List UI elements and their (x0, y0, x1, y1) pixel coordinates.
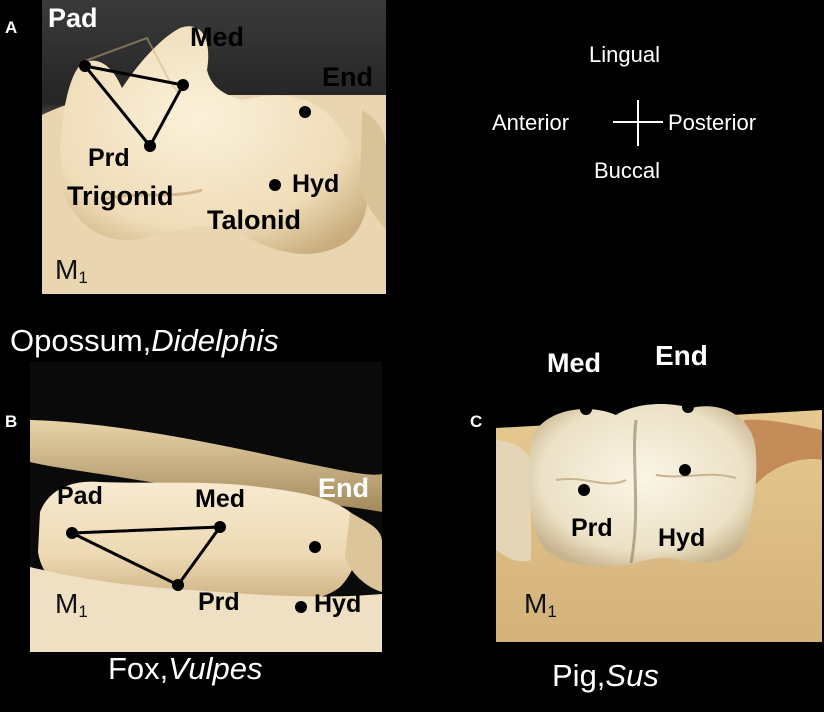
orientation-anterior: Anterior (492, 110, 570, 135)
panel-b-tooth-sub: 1 (78, 602, 88, 621)
panel-c-prd-dot (578, 484, 590, 496)
panel-a-talonid-label: Talonid (207, 205, 301, 235)
panel-a-trigon-triangle (81, 63, 186, 149)
panel-a-end-label: End (322, 62, 373, 92)
panel-c-hyd-dot (679, 464, 691, 476)
panel-a-prd-dot (144, 140, 156, 152)
panel-a-caption-genus: Didelphis (151, 323, 279, 358)
panel-c-tooth-label: M1 (524, 588, 557, 622)
panel-c-photo (496, 380, 822, 642)
panel-a-photo (42, 0, 386, 294)
panel-a-end-dot (299, 106, 311, 118)
panel-a-tooth-main: M (55, 254, 79, 285)
orientation-buccal: Buccal (594, 158, 661, 183)
panel-b-hyd-label: Hyd (314, 590, 362, 618)
pig-molar-illustration (496, 380, 822, 642)
panel-b-prd-label: Prd (198, 588, 240, 616)
panel-c-caption: Pig,Sus (552, 658, 659, 694)
panel-c-med-dot (580, 403, 592, 415)
opossum-molar-illustration (42, 0, 386, 294)
panel-a-pad-dot (79, 60, 91, 72)
panel-c-letter: C (470, 412, 483, 431)
panel-c-end-dot (682, 401, 694, 413)
panel-c-med-label: Med (547, 348, 601, 378)
panel-b-caption-genus: Vulpes (168, 651, 263, 686)
panel-b-trigon-triangle (71, 525, 224, 587)
panel-a-med-dot (177, 79, 189, 91)
orientation-posterior: Posterior (668, 110, 757, 135)
panel-c-end-label: End (655, 340, 708, 371)
panel-b-med-label: Med (195, 485, 245, 513)
panel-c-caption-common: Pig, (552, 658, 606, 693)
panel-a-hyd-label: Hyd (292, 170, 340, 198)
panel-b-tooth-label: M1 (55, 588, 88, 622)
panel-c-hyd-label: Hyd (658, 524, 706, 552)
panel-b-med-dot (214, 521, 226, 533)
panel-b-letter: B (5, 412, 18, 431)
panel-b-tooth-main: M (55, 588, 79, 619)
panel-a-pad-label: Pad (48, 3, 98, 33)
panel-a-med-label: Med (190, 22, 244, 52)
panel-a-letter: A (5, 18, 18, 37)
panel-a-prd-label: Prd (88, 144, 130, 172)
panel-c-caption-genus: Sus (605, 658, 659, 693)
panel-a-caption: Opossum,Didelphis (10, 323, 279, 359)
panel-b-pad-dot (66, 527, 78, 539)
panel-c-tooth-sub: 1 (547, 602, 557, 621)
panel-b-end-label: End (318, 473, 369, 503)
panel-b-caption: Fox,Vulpes (108, 651, 263, 687)
panel-a-tooth-sub: 1 (78, 268, 88, 287)
fox-molar-illustration (30, 362, 382, 652)
panel-a-hyd-dot (269, 179, 281, 191)
panel-a-caption-common: Opossum, (10, 323, 152, 358)
panel-b-pad-label: Pad (57, 482, 103, 510)
panel-b-photo (30, 362, 382, 652)
panel-c-tooth-main: M (524, 588, 548, 619)
panel-a-tooth-label: M1 (55, 254, 88, 288)
panel-b-prd-dot (172, 579, 184, 591)
panel-b-hyd-dot (295, 601, 307, 613)
panel-b-caption-common: Fox, (108, 651, 169, 686)
panel-b-end-dot (309, 541, 321, 553)
panel-c-prd-label: Prd (571, 514, 613, 542)
panel-a-trigonid-label: Trigonid (67, 181, 174, 211)
orientation-lingual: Lingual (589, 42, 660, 67)
